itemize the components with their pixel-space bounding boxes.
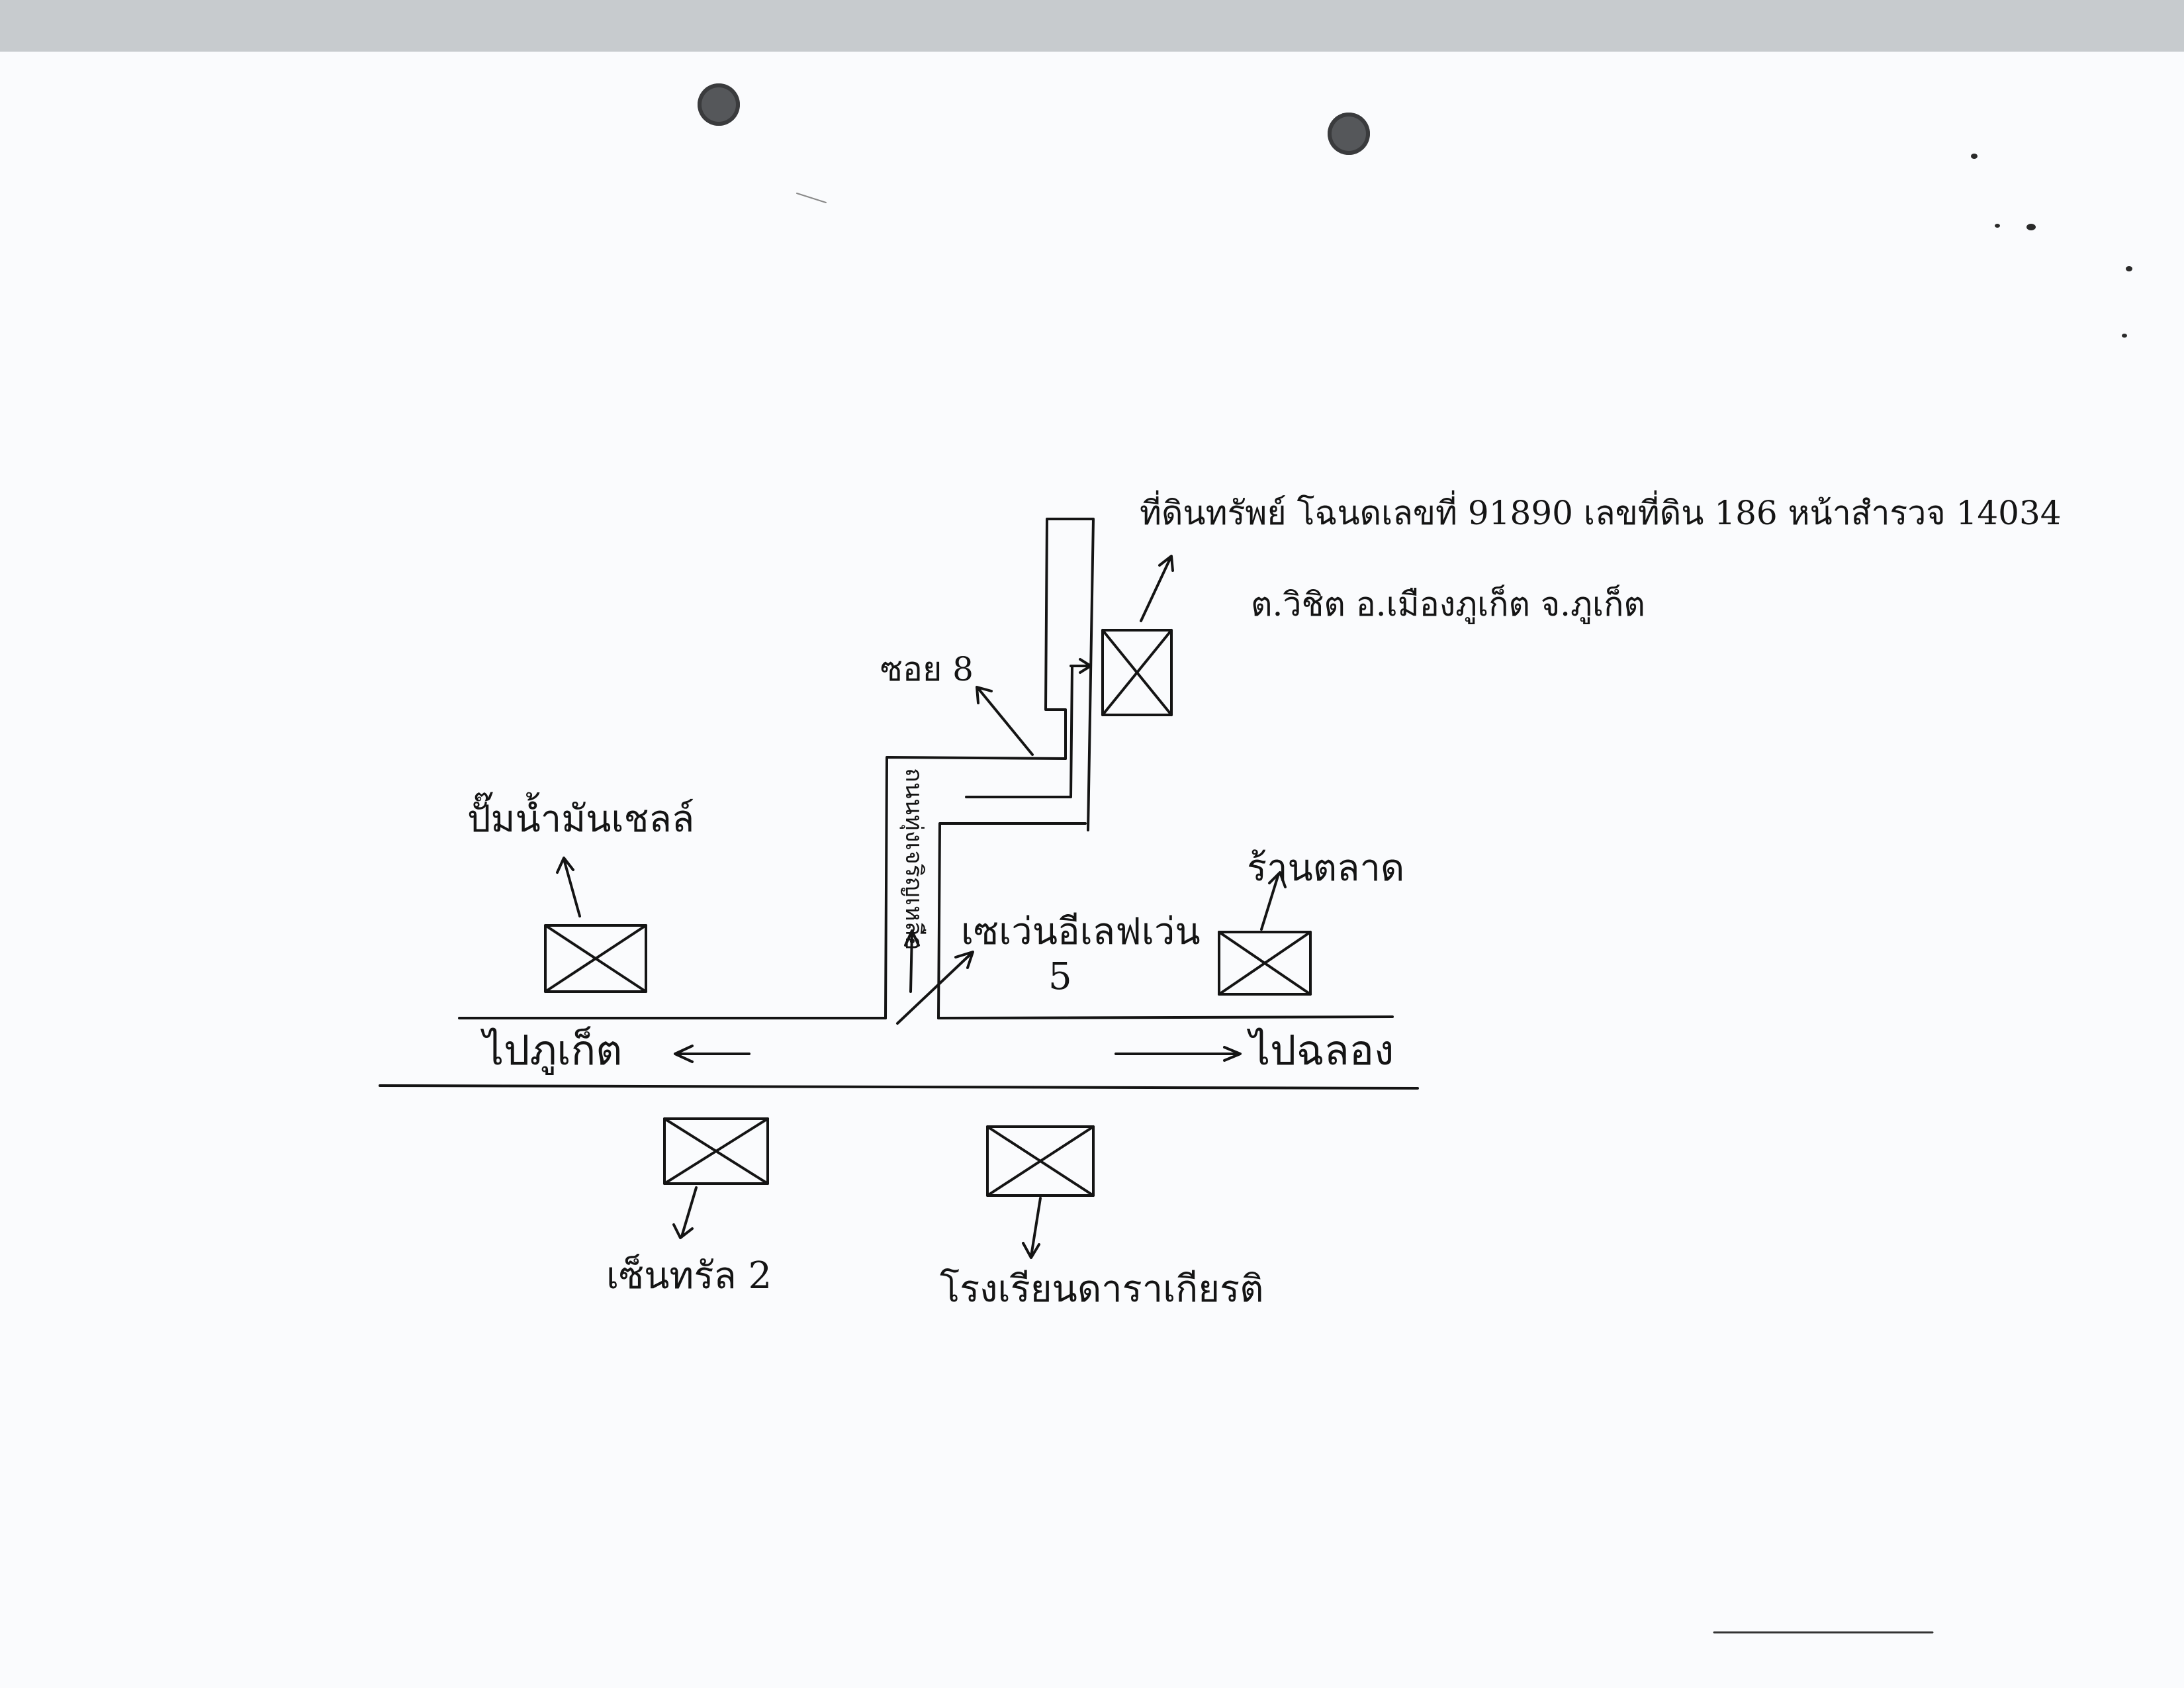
main-road-line [379, 1084, 1419, 1090]
dust-mark [1971, 154, 1978, 159]
store-box [1218, 931, 1312, 996]
soi-road-inner [965, 665, 1073, 798]
school-box [986, 1125, 1095, 1197]
soi-road-outer [1044, 518, 1095, 831]
soi-pointer [976, 686, 1034, 756]
landmark-shop-2: เซ็นทรัล 2 [606, 1254, 772, 1297]
shop2-box [663, 1117, 769, 1185]
vertical-road-label: ถนนทุ่งเจริญเหลือ [900, 768, 927, 951]
soi-arrow-tip [1069, 658, 1092, 674]
paper-sheet [0, 52, 2184, 1688]
property-box [1101, 629, 1173, 716]
road-label-arrow [904, 929, 920, 993]
dust-mark [2026, 224, 2036, 230]
scanner-background [0, 0, 2184, 53]
main-road-edge-right [937, 1015, 1394, 1019]
scan-artifact-dash [796, 193, 827, 203]
property-title-line2: ต.วิชิต อ.เมืองภูเก็ต จ.ภูเก็ต [1251, 585, 1645, 624]
side-road-right-edge [937, 822, 1087, 1019]
arrow-right [1115, 1046, 1242, 1062]
punch-hole-right [1328, 113, 1370, 155]
arrow-left [674, 1045, 751, 1063]
gas-station-box [544, 924, 647, 993]
gas-station-pointer [556, 857, 581, 917]
property-pointer [1140, 555, 1174, 622]
direction-right: ไปฉลอง [1250, 1026, 1394, 1074]
store-pointer [1260, 871, 1287, 931]
punch-hole-left [698, 83, 740, 126]
side-road-left-edge [884, 756, 1067, 1019]
landmark-gas-station: ปั๊มน้ำมันเชลล์ [467, 798, 695, 841]
direction-left: ไปภูเก็ต [483, 1026, 623, 1074]
supermarket-pointer [896, 951, 974, 1025]
dust-mark [1995, 224, 2000, 228]
landmark-supermarket-sub: 5 [1048, 955, 1072, 998]
landmark-supermarket: เซเว่นอีเลฟเว่น [961, 910, 1201, 953]
soi-label: ซอย 8 [880, 650, 974, 688]
landmark-school: โรงเรียนดาราเกียรติ [940, 1268, 1264, 1311]
dust-mark [2126, 266, 2132, 271]
school-pointer [1022, 1197, 1042, 1259]
shop2-pointer [672, 1186, 698, 1239]
property-title-line1: ที่ดินทรัพย์ โฉนดเลขที่ 91890 เลขที่ดิน … [1140, 494, 2062, 532]
dust-mark [2122, 334, 2127, 338]
landmark-store: ร้านตลาด [1247, 847, 1405, 890]
